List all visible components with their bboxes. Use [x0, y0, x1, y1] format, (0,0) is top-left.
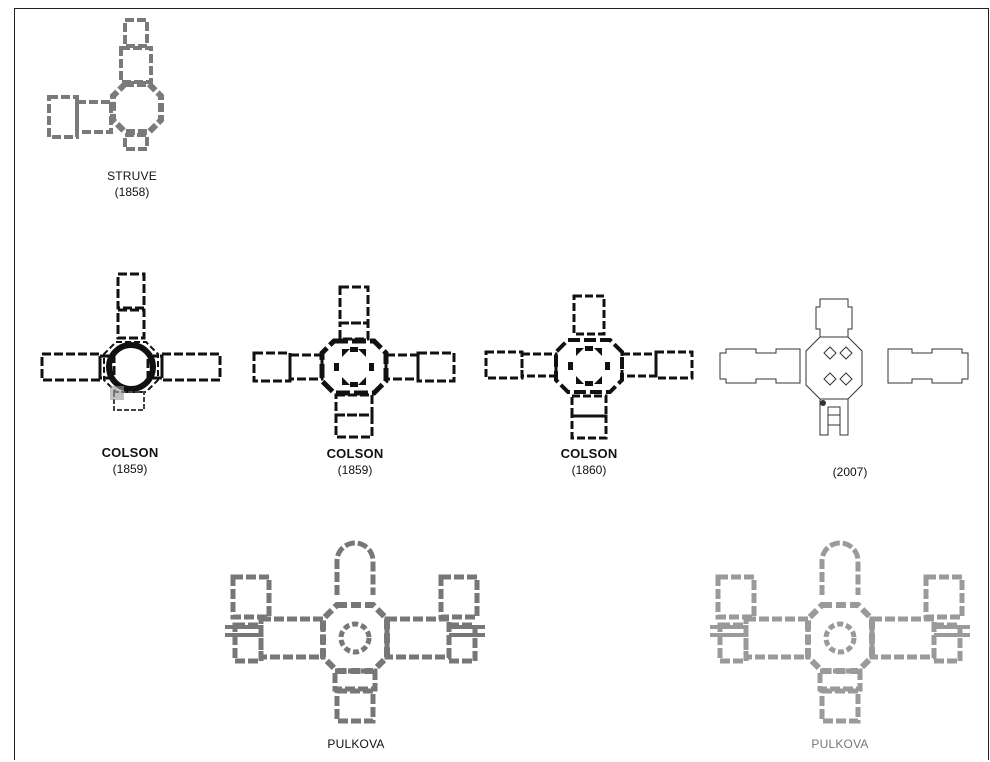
- plan-year: (1858): [114, 185, 150, 199]
- colson-1860-label: COLSON (1860): [509, 446, 669, 478]
- plan-name: STRUVE: [107, 169, 157, 183]
- plan-name: COLSON: [101, 445, 159, 460]
- colson-1860-plan: [484, 294, 694, 440]
- plan-name: COLSON: [560, 446, 618, 461]
- colson-1859-a-label: COLSON (1859): [50, 445, 210, 477]
- plan-year: (1859): [337, 463, 373, 477]
- colson-1859-b-label: COLSON (1859): [275, 446, 435, 478]
- plan-year: (1859): [112, 462, 148, 476]
- pulkova-plan-a: [225, 540, 485, 724]
- plan-year: (2007): [832, 465, 868, 479]
- plan-name: PULKOVA: [811, 737, 869, 751]
- pulkova-b-label: PULKOVA: [760, 736, 920, 752]
- pulkova-plan-b: [710, 540, 970, 724]
- struve-label: STRUVE (1858): [52, 168, 212, 200]
- plan-name: COLSON: [326, 446, 384, 461]
- plan-2007-label: (2007): [770, 464, 930, 480]
- pulkova-a-label: PULKOVA: [276, 736, 436, 752]
- plan-2007: [719, 298, 969, 436]
- figure-frame: [14, 8, 989, 760]
- colson-1859-plan-a: [40, 272, 222, 411]
- plan-name: PULKOVA: [327, 737, 385, 751]
- colson-1859-plan-b: [252, 285, 456, 439]
- struve-floor-plan: [47, 18, 164, 151]
- plan-year: (1860): [571, 463, 607, 477]
